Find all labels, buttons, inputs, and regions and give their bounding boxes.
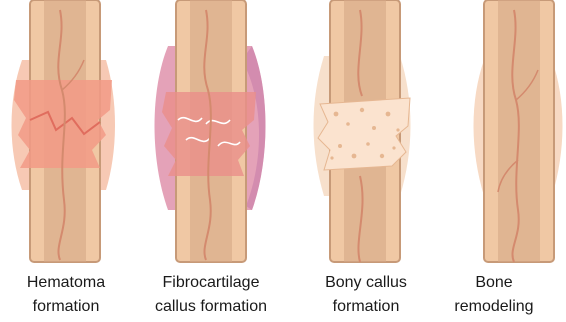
stage-caption-hematoma: Hematoma formation [0,271,136,319]
caption-line: Hematoma [0,271,136,295]
caption-line: formation [0,295,136,319]
caption-line: Bony callus [296,271,436,295]
caption-line: Fibrocartilage [141,271,281,295]
remodeling-stage-illustration [474,0,563,262]
stage-caption-fibrocartilage: Fibrocartilage callus formation [141,271,281,319]
bony-callus-stage-illustration [314,0,411,262]
caption-line: remodeling [424,295,564,319]
caption-line: Bone [424,271,564,295]
caption-line: formation [296,295,436,319]
hematoma-stage-illustration [12,0,116,262]
stage-caption-remodeling: Bone remodeling [424,271,564,319]
fibrocartilage-stage-illustration [155,0,266,262]
stage-caption-bony-callus: Bony callus formation [296,271,436,319]
caption-line: callus formation [141,295,281,319]
